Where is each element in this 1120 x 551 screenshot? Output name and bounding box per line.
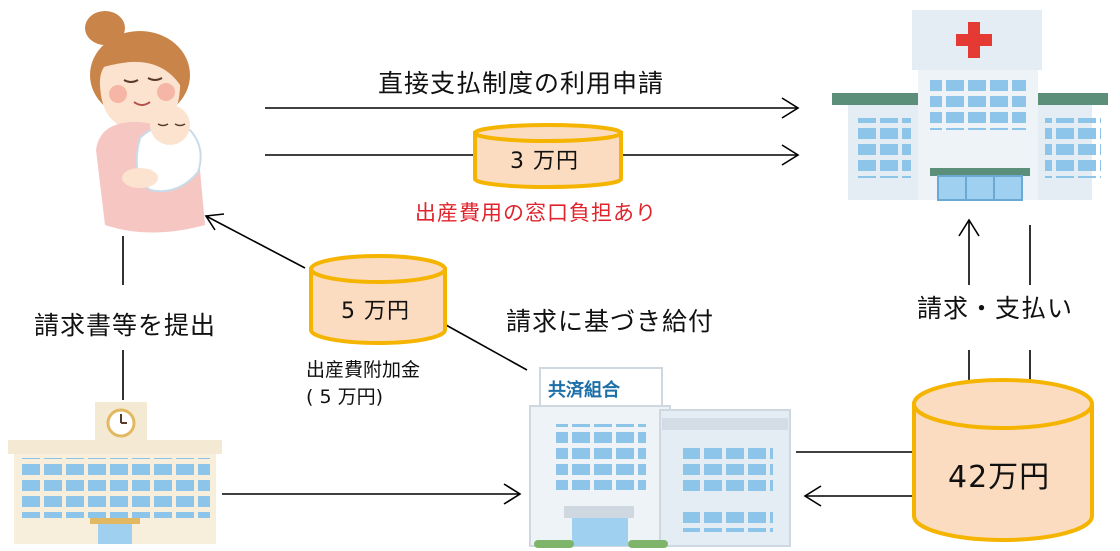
claim-payment-label: 請求・支払い bbox=[917, 294, 1074, 323]
mutual-aid-union-building bbox=[529, 367, 791, 548]
cylinder-3man-yen bbox=[473, 123, 623, 189]
arrow-payment-to-hospital bbox=[265, 144, 800, 166]
benefit-on-claim-label: 請求に基づき給付 bbox=[506, 307, 715, 336]
cylinder-5man-yen bbox=[309, 254, 447, 345]
cylinder-42man-yen bbox=[912, 378, 1094, 542]
arrow-application-to-hospital bbox=[265, 97, 800, 119]
submit-invoice-label: 請求書等を提出 bbox=[34, 311, 217, 340]
amount-3man-yen: 3 万円 bbox=[510, 149, 579, 174]
amount-5man-yen: 5 万円 bbox=[341, 299, 410, 324]
arrow-workplace-to-union bbox=[222, 483, 522, 505]
window-burden-note: 出産費用の窓口負担あり bbox=[415, 201, 657, 225]
arrow-union-to-mother bbox=[204, 213, 528, 371]
additional-benefit-label-line1: 出産費附加金 bbox=[306, 359, 421, 381]
arrow-fund-to-union bbox=[803, 485, 914, 507]
workplace-building-illustration bbox=[8, 402, 222, 544]
arrow-fund-to-hospital bbox=[958, 218, 980, 385]
additional-benefit-label-line2: ( 5 万円) bbox=[306, 386, 383, 408]
hospital-illustration bbox=[832, 10, 1108, 201]
mother-with-baby-illustration bbox=[85, 11, 205, 233]
amount-42man-yen: 42万円 bbox=[948, 460, 1051, 495]
union-sign: 共済組合 bbox=[548, 380, 620, 401]
application-label: 直接支払制度の利用申請 bbox=[378, 69, 665, 98]
